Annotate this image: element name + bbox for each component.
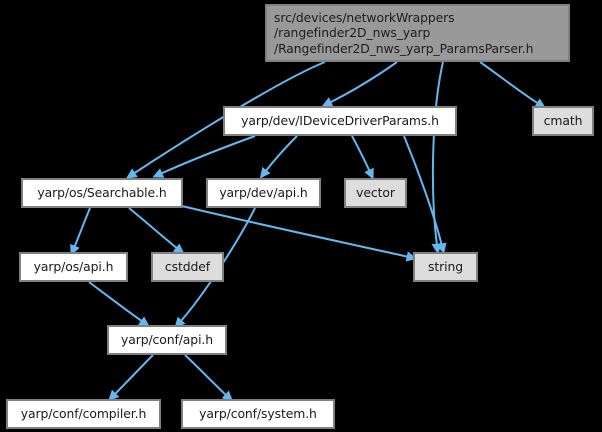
graph-node-confapi[interactable]: yarp/conf/api.h (107, 325, 227, 355)
graph-node-compiler[interactable]: yarp/conf/compiler.h (6, 399, 161, 429)
graph-edge-idevicedriverparams-to-devapi (259, 135, 298, 179)
graph-node-string[interactable]: string (413, 252, 478, 282)
graph-node-osapi[interactable]: yarp/os/api.h (19, 252, 128, 282)
graph-edge-osapi-to-confapi (88, 281, 150, 327)
graph-edge-searchable-to-cstddef (128, 207, 185, 255)
graph-edge-idevicedriverparams-to-vector (351, 135, 374, 180)
graph-edge-searchable-to-osapi (70, 207, 91, 256)
graph-edge-root-to-cmath (479, 61, 547, 109)
graph-edge-confapi-to-compiler (108, 354, 154, 401)
graph-node-vector[interactable]: vector (344, 178, 407, 208)
graph-node-cstddef[interactable]: cstddef (151, 252, 224, 282)
graph-node-searchable[interactable]: yarp/os/Searchable.h (21, 178, 183, 208)
graph-node-idevicedriverparams[interactable]: yarp/dev/IDeviceDriverParams.h (223, 106, 457, 136)
graph-node-system[interactable]: yarp/conf/system.h (181, 399, 335, 429)
graph-node-root[interactable]: src/devices/networkWrappers /rangefinder… (265, 4, 570, 62)
graph-edge-confapi-to-system (184, 354, 234, 402)
graph-edge-root-to-string (431, 61, 444, 255)
graph-node-cmath[interactable]: cmath (532, 106, 594, 136)
graph-edge-idevicedriverparams-to-searchable (152, 135, 256, 178)
graph-node-devapi[interactable]: yarp/dev/api.h (206, 178, 321, 208)
graph-edge-searchable-to-string (181, 205, 418, 262)
graph-edge-root-to-idevicedriverparams (321, 61, 398, 107)
graph-edge-idevicedriverparams-to-string (403, 135, 447, 255)
